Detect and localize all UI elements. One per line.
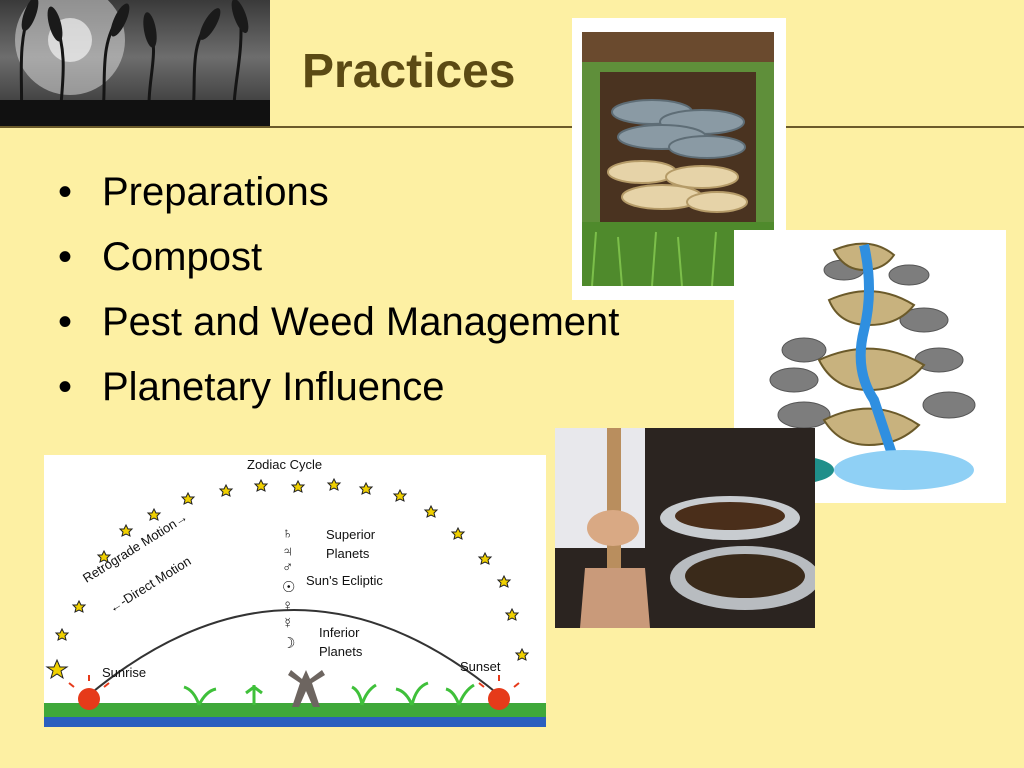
sunrise-label: Sunrise (102, 665, 147, 680)
bullet-item: • Compost (58, 225, 619, 290)
bullet-dot: • (58, 365, 73, 409)
zodiac-cycle-label: Zodiac Cycle (247, 457, 323, 472)
mortar-pestle-photo (555, 428, 815, 628)
zodiac-cycle-diagram: Zodiac Cycle Retrograde Motion→ ←-Direct… (44, 455, 546, 727)
bullet-item: • Planetary Influence (58, 355, 619, 420)
flowform-illustration (734, 230, 1006, 503)
slide-title: Practices (302, 45, 516, 98)
planet-symbol: ♄ (282, 525, 294, 542)
bullet-text: Preparations (102, 170, 329, 214)
sunset-label: Sunset (460, 659, 501, 674)
bullet-item: • Preparations (58, 160, 619, 225)
bullet-dot: • (58, 235, 73, 279)
compost-horns-photo (582, 32, 774, 287)
bullet-text: Planetary Influence (102, 365, 445, 409)
planet-symbol: ♀ (282, 597, 294, 614)
bullet-dot: • (58, 300, 73, 344)
bullet-dot: • (58, 170, 73, 214)
bullet-item: • Pest and Weed Management (58, 290, 619, 355)
planet-symbol: ☽ (282, 635, 296, 652)
planet-symbol: ☉ (282, 579, 296, 596)
bullet-text: Compost (102, 235, 263, 279)
bullet-text: Pest and Weed Management (102, 300, 620, 344)
planet-symbol: ♂ (282, 559, 294, 576)
header-rule (0, 126, 1024, 128)
inferior-planets-label: Inferior Planets (319, 625, 363, 659)
planet-symbol: ♃ (282, 543, 294, 560)
suns-ecliptic-label: Sun's Ecliptic (306, 573, 383, 588)
header-wheat-photo (0, 0, 270, 127)
planet-symbol: ☿ (282, 615, 294, 632)
superior-planets-label: Superior Planets (326, 527, 376, 561)
bullet-list: • Preparations • Compost • Pest and Weed Ma… (58, 160, 619, 420)
